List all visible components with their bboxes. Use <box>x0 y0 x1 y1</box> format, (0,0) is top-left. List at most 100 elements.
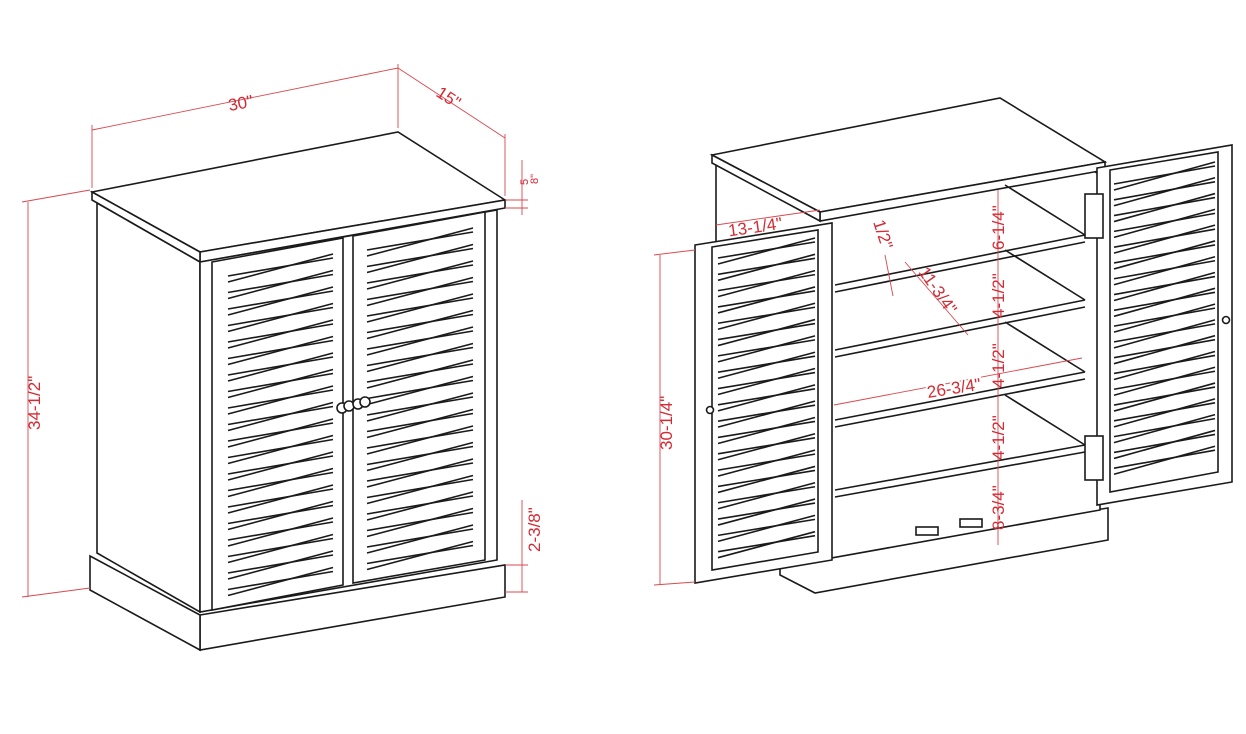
louver-slat <box>227 302 334 333</box>
hinge-icon <box>1084 193 1104 239</box>
louver-slat <box>366 524 474 554</box>
louver-slat <box>227 257 334 277</box>
louver-slat <box>1113 417 1216 438</box>
closed-door-left <box>211 237 344 611</box>
louver-slat <box>717 335 816 363</box>
louver-slat <box>366 363 474 383</box>
louver-slat <box>366 511 474 532</box>
louver-slat <box>366 441 474 472</box>
hinge-icon <box>1084 435 1104 481</box>
louver-slat <box>366 309 474 340</box>
open-right-door <box>1096 144 1233 506</box>
louver-slat <box>227 306 334 327</box>
louver-slat <box>717 530 816 559</box>
louver-slat <box>227 290 334 310</box>
open-top-edge-side <box>711 153 821 223</box>
louver-slat <box>1113 398 1216 428</box>
shelf-side <box>1004 184 1086 236</box>
shelf-side <box>1004 394 1086 446</box>
shelf <box>834 234 1086 286</box>
knob-right <box>359 396 371 408</box>
louver-slat <box>366 280 474 301</box>
louver-slat <box>366 458 474 488</box>
louver-slat <box>366 375 474 406</box>
louver-slat <box>366 297 474 317</box>
louver-slat <box>717 318 816 347</box>
closed-base-side <box>89 554 201 652</box>
louver-slat <box>227 504 334 525</box>
louver-slat <box>717 485 816 504</box>
open-left-door-inner <box>711 229 819 571</box>
louver-slat <box>366 396 474 416</box>
louver-slat <box>717 453 816 471</box>
louver-slat <box>366 379 474 400</box>
louver-slat <box>1113 177 1216 207</box>
louver-slat <box>366 478 474 499</box>
open-right-door-inner <box>1109 151 1219 493</box>
louver-slat <box>366 544 474 565</box>
louver-slat <box>1113 240 1216 270</box>
louver-slat <box>227 352 334 382</box>
height-label: 34-1/2" <box>25 376 44 430</box>
shelf <box>834 378 1086 428</box>
shelf <box>834 299 1086 351</box>
louver-slat <box>366 425 474 455</box>
louver-slat <box>1113 291 1216 312</box>
louver-slat <box>227 389 334 409</box>
louver-slat <box>717 269 816 298</box>
louver-slat <box>227 570 334 591</box>
louver-slat <box>717 302 816 331</box>
louver-slat <box>1113 445 1216 475</box>
louver-slat <box>1113 196 1216 217</box>
louver-slat <box>227 269 334 300</box>
top-thickness-denominator: 8" <box>529 174 541 184</box>
louver-slat <box>717 400 816 428</box>
louver-slat <box>1113 386 1216 406</box>
open-louvers <box>717 161 1216 559</box>
louver-slat <box>366 495 474 515</box>
louver-slat <box>717 371 816 390</box>
louver-slat <box>1113 319 1216 349</box>
louver-slat <box>366 243 474 274</box>
louver-slat <box>227 488 334 508</box>
louver-slat <box>717 306 816 325</box>
louver-slat <box>366 293 474 323</box>
louver-slat <box>227 401 334 432</box>
louver-slat <box>717 404 816 422</box>
louver-slat <box>227 566 334 597</box>
louver-slat <box>366 326 474 356</box>
louver-slat <box>227 517 334 547</box>
louver-slat <box>1113 338 1216 359</box>
louver-slat <box>227 418 334 448</box>
louver-slat <box>227 455 334 475</box>
louver-slat <box>717 420 816 439</box>
louver-slat <box>1113 228 1216 248</box>
louver-slat <box>717 237 816 265</box>
closed-louvers <box>227 227 474 597</box>
louver-slat <box>717 502 816 520</box>
louver-slat <box>366 429 474 449</box>
louver-slat <box>227 521 334 541</box>
louver-slat <box>227 335 334 366</box>
louver-slat <box>366 491 474 521</box>
louver-slat <box>1113 449 1216 469</box>
louver-slat <box>227 372 334 393</box>
louver-slat <box>366 445 474 466</box>
louver-slat <box>717 518 816 537</box>
shelf <box>834 444 1086 491</box>
louver-slat <box>366 412 474 433</box>
louver-slat <box>366 528 474 548</box>
louver-slat <box>1113 259 1216 280</box>
open-dimensions: 13-1/4" 1/2" 11-3/4" 6-1/4" 4-1/2" 4-1/2… <box>653 190 1083 586</box>
louver-slat <box>1113 244 1216 264</box>
louver-slat <box>717 465 816 494</box>
louver-slat <box>1113 307 1216 327</box>
louver-slat <box>1113 303 1216 333</box>
louver-slat <box>717 355 816 373</box>
louver-slat <box>717 367 816 396</box>
louver-slat <box>366 474 474 505</box>
door-knob <box>1221 315 1231 325</box>
louver-slat <box>1113 433 1216 454</box>
louver-slat <box>717 469 816 488</box>
